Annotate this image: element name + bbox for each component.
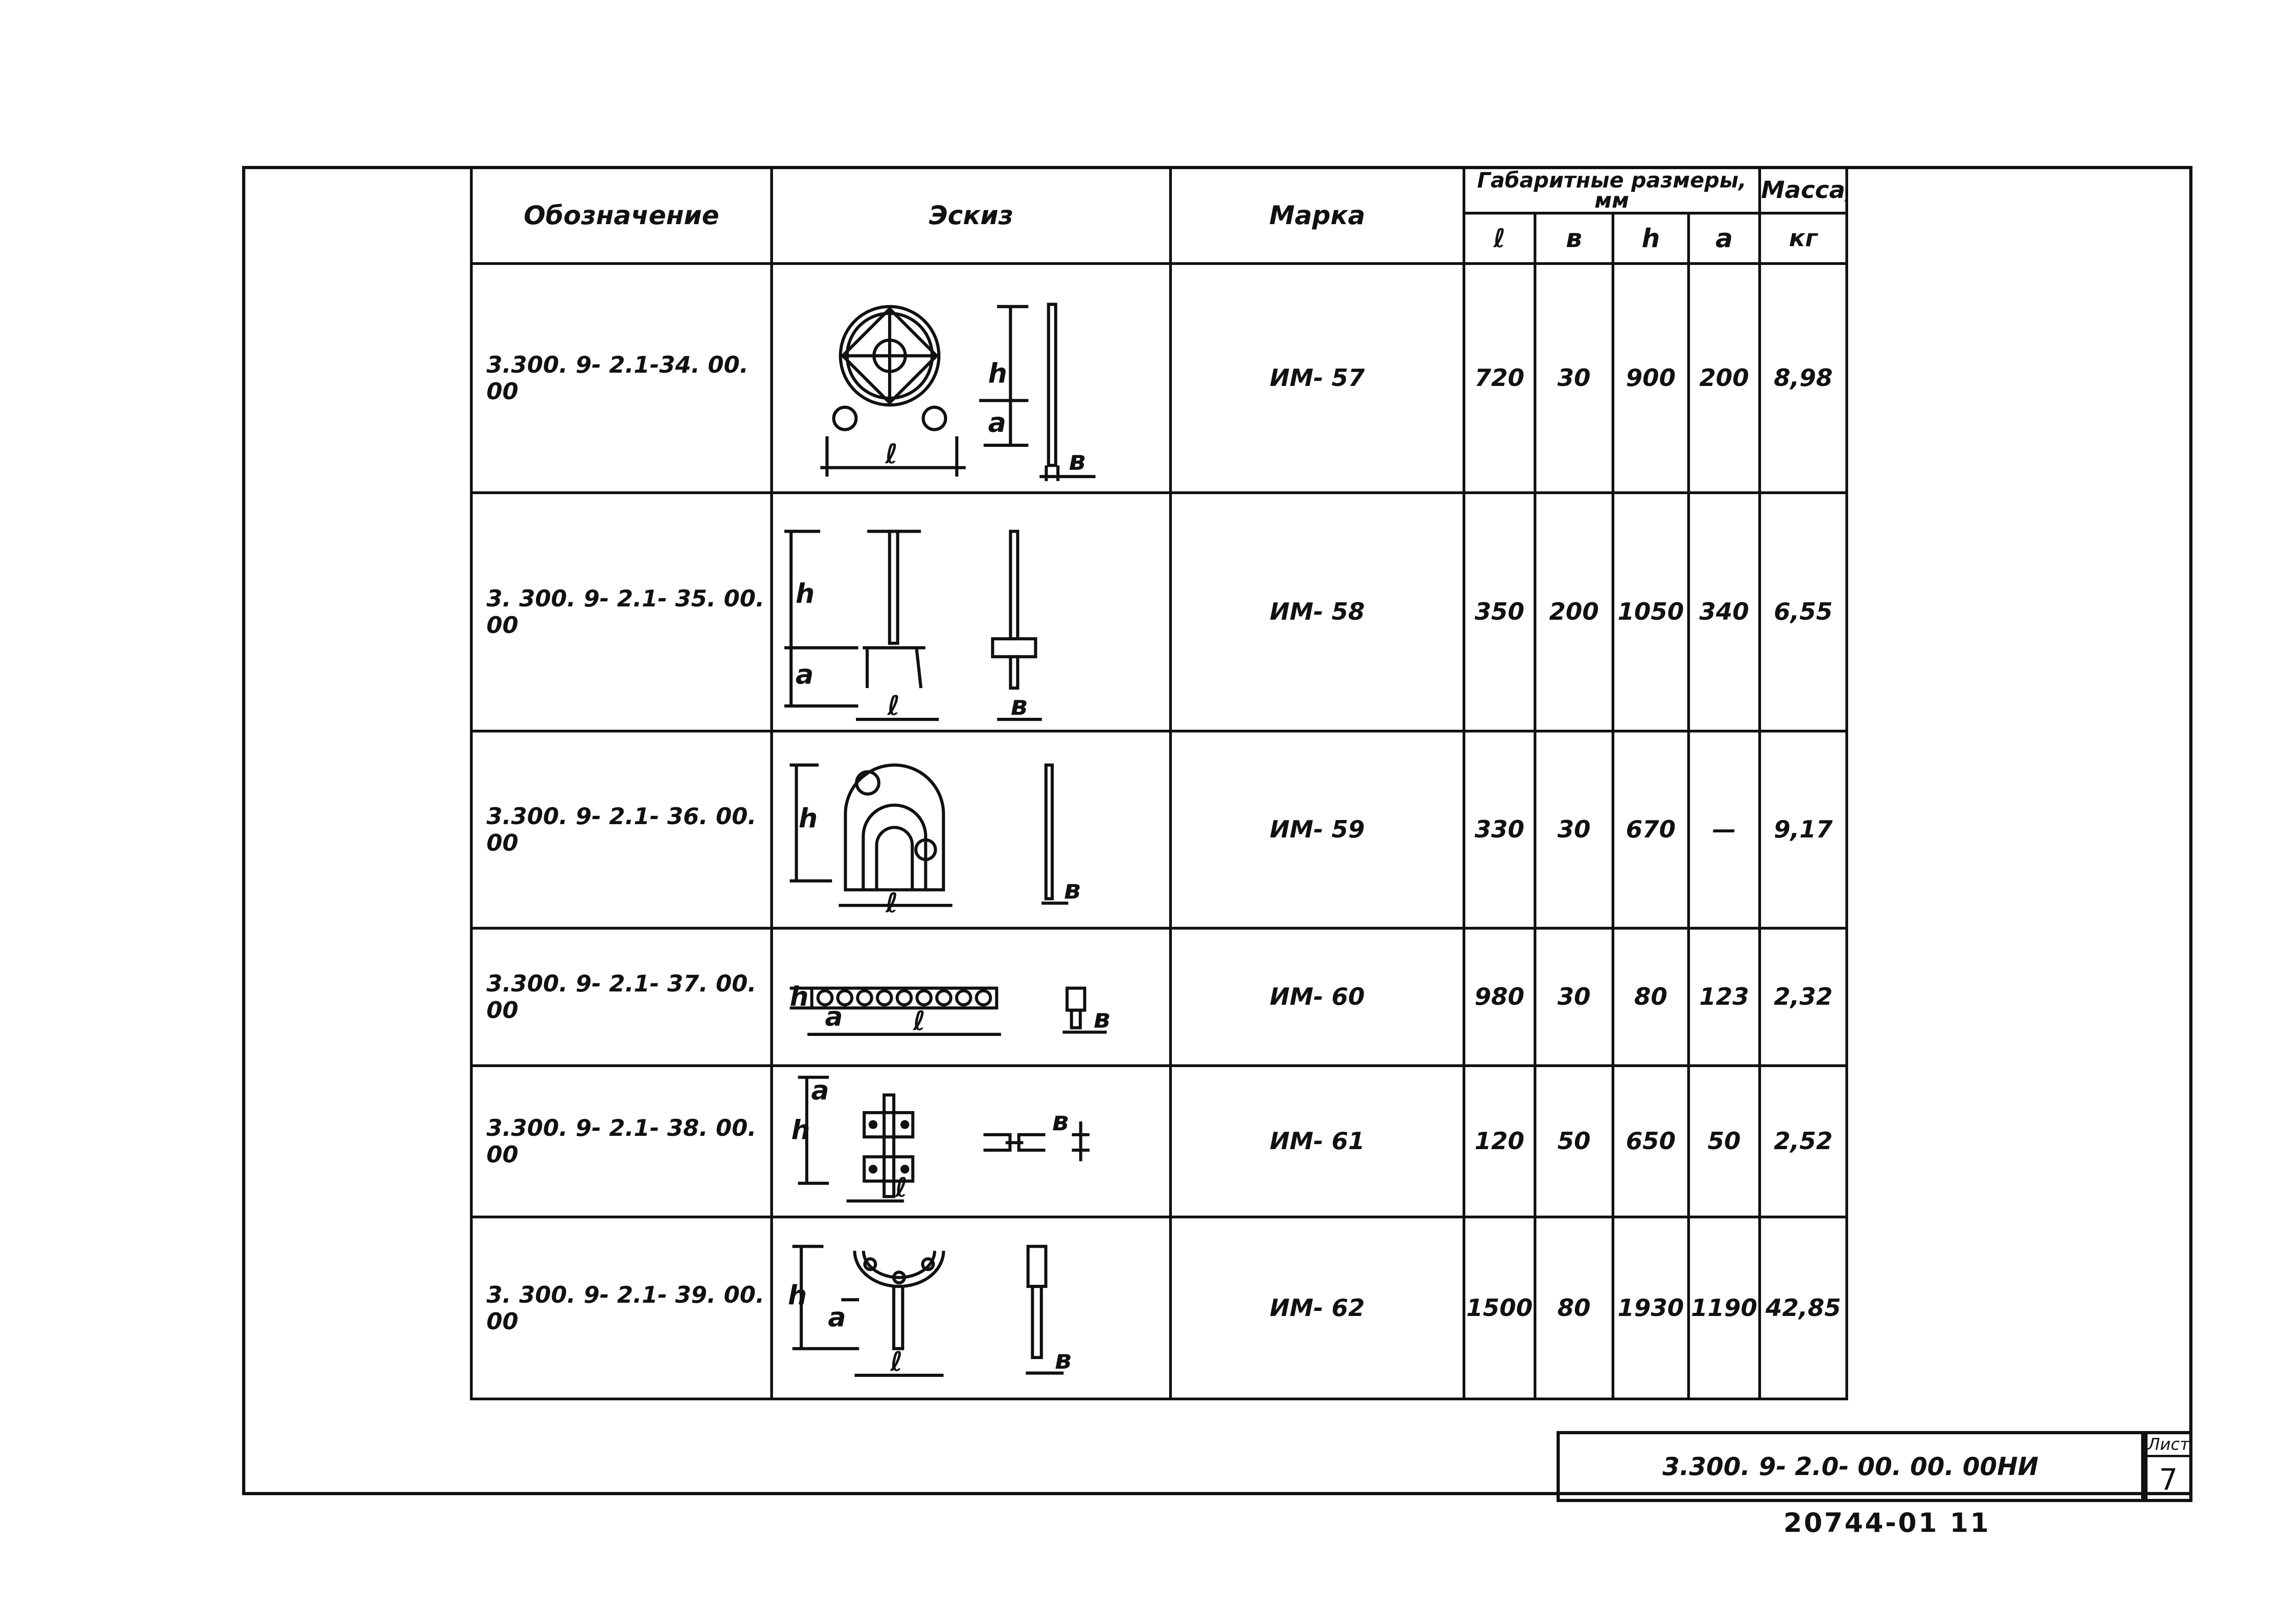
sketch-im57: ℓ h а в [820,303,1096,481]
svg-text:ℓ: ℓ [887,690,900,721]
svg-text:ℓ: ℓ [885,887,898,919]
cell-mass: 8,98 [1758,262,1849,494]
cell-dim-a: 50 [1687,1064,1761,1218]
cell-dim-h: 650 [1612,1064,1690,1218]
header-dimensions: Габаритные размеры, мм [1462,166,1761,215]
cell-dim-a: 1190 [1687,1216,1761,1400]
cell-designation: 3.300. 9- 2.1- 38. 00. 00 [470,1064,773,1218]
cell-sketch: h а ℓ в [770,927,1172,1067]
cell-dim-l: 330 [1463,730,1536,930]
svg-text:ℓ: ℓ [895,1172,907,1203]
cell-designation: 3.300. 9- 2.1-34. 00. 00 [470,262,773,494]
table-row: 3.300. 9- 2.1- 38. 00. 00 h а ℓ [470,1064,1849,1218]
cell-sketch: h ℓ в [770,730,1172,930]
table-row: 3.300. 9- 2.1- 37. 00. 00 h а [470,927,1849,1067]
svg-text:а: а [825,1001,843,1032]
svg-text:h: h [988,358,1007,389]
cell-dim-l: 1500 [1463,1216,1536,1400]
cell-dim-a: — [1687,730,1761,930]
svg-text:в: в [1010,690,1027,721]
cell-dim-b: 80 [1534,1216,1614,1400]
svg-text:в: в [1093,1003,1110,1034]
cell-dim-h: 670 [1612,730,1690,930]
svg-text:ℓ: ℓ [890,1346,903,1377]
svg-text:а: а [795,659,814,690]
header-dim-a: а [1687,212,1761,265]
cell-sketch: h а ℓ в [770,491,1172,732]
svg-text:в: в [1055,1344,1071,1375]
cell-dim-b: 30 [1534,927,1614,1067]
table-row: 3. 300. 9- 2.1- 35. 00. 00 h а ℓ [470,491,1849,732]
cell-dim-h: 1930 [1612,1216,1690,1400]
table-row: 3.300. 9- 2.1- 36. 00. 00 h ℓ в [470,730,1849,930]
cell-mark: ИМ- 60 [1169,927,1465,1067]
svg-text:а: а [988,407,1006,438]
sketch-im62: h а ℓ в [788,1244,1071,1377]
header-designation: Обозначение [470,166,773,265]
sketch-im58: h а ℓ в [784,529,1042,721]
cell-sketch: h а ℓ в [770,1064,1172,1218]
sketch-im59: h ℓ в [790,763,1081,919]
cell-sketch: ℓ h а в [770,262,1172,494]
title-block-code: 3.300. 9- 2.0- 00. 00. 00НИ [1557,1431,2144,1502]
cell-mark: ИМ- 59 [1169,730,1465,930]
cell-mark: ИМ- 58 [1169,491,1465,732]
svg-text:в: в [1052,1106,1069,1137]
sheet-number: 7 [2159,1463,2178,1497]
svg-text:h: h [788,1279,807,1310]
cell-dim-l: 720 [1463,262,1536,494]
svg-text:в: в [1069,445,1086,476]
svg-text:h: h [795,578,815,609]
cell-dim-b: 50 [1534,1064,1614,1218]
header-mass-unit: кг [1758,212,1849,265]
table-row: 3.300. 9- 2.1-34. 00. 00 ℓ [470,262,1849,494]
svg-text:в: в [1064,874,1081,905]
sheet-box: Лист 7 [2144,1431,2192,1502]
svg-text:а: а [811,1074,829,1106]
svg-text:h: h [790,981,809,1012]
specification-table: Обозначение Эскиз Марка Габаритные разме… [470,166,1849,1400]
cell-sketch: h а ℓ в [770,1216,1172,1400]
cell-dim-b: 200 [1534,491,1614,732]
header-sketch: Эскиз [770,166,1172,265]
cell-dim-b: 30 [1534,262,1614,494]
cell-dim-h: 1050 [1612,491,1690,732]
inventory-number: 20744-01 11 [1784,1507,1991,1538]
svg-text:ℓ: ℓ [885,438,898,469]
cell-dim-b: 30 [1534,730,1614,930]
cell-mark: ИМ- 61 [1169,1064,1465,1218]
cell-mass: 6,55 [1758,491,1849,732]
sheet-label: Лист [2148,1434,2189,1457]
header-dim-h: h [1612,212,1690,265]
cell-designation: 3. 300. 9- 2.1- 39. 00. 00 [470,1216,773,1400]
cell-mass: 9,17 [1758,730,1849,930]
svg-text:ℓ: ℓ [912,1006,925,1036]
cell-dim-l: 350 [1463,491,1536,732]
header-mass: Масса, [1758,166,1849,215]
svg-text:h: h [799,803,818,834]
cell-dim-h: 80 [1612,927,1690,1067]
cell-designation: 3. 300. 9- 2.1- 35. 00. 00 [470,491,773,732]
cell-mass: 42,85 [1758,1216,1849,1400]
cell-designation: 3.300. 9- 2.1- 36. 00. 00 [470,730,773,930]
cell-mark: ИМ- 62 [1169,1216,1465,1400]
cell-dim-l: 120 [1463,1064,1536,1218]
cell-dim-a: 340 [1687,491,1761,732]
cell-mass: 2,52 [1758,1064,1849,1218]
svg-text:h: h [791,1114,810,1145]
table-row: 3. 300. 9- 2.1- 39. 00. 00 h а ℓ [470,1216,1849,1400]
svg-text:а: а [828,1302,846,1333]
cell-dim-l: 980 [1463,927,1536,1067]
cell-dim-a: 123 [1687,927,1761,1067]
sketch-im61: h а ℓ в [791,1074,1090,1203]
cell-dim-h: 900 [1612,262,1690,494]
cell-mark: ИМ- 57 [1169,262,1465,494]
cell-mass: 2,32 [1758,927,1849,1067]
sketch-im60: h а ℓ в [790,981,1110,1036]
header-mark: Марка [1169,166,1465,265]
header-dim-b: в [1534,212,1614,265]
cell-dim-a: 200 [1687,262,1761,494]
cell-designation: 3.300. 9- 2.1- 37. 00. 00 [470,927,773,1067]
header-dim-l: ℓ [1463,212,1536,265]
